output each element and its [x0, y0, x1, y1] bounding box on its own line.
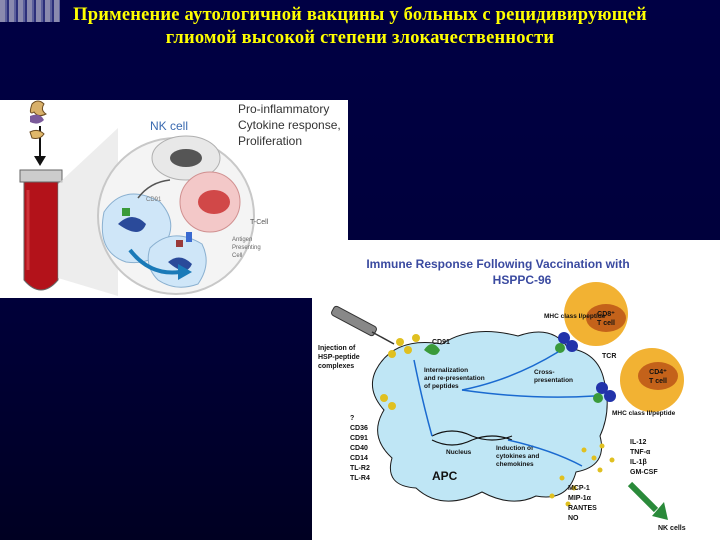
apc-cell-body [372, 332, 607, 502]
receptor-item: CD14 [350, 455, 368, 462]
right-figure-panel: Immune Response Following Vaccination wi… [312, 240, 720, 540]
nucleus-label: Nucleus [446, 449, 472, 456]
cytokine-list: IL-12 TNF-α IL-1β GM-CSF [630, 439, 658, 476]
cytokine-item: IL-1β [630, 459, 647, 466]
nk-arrow-icon [630, 484, 656, 510]
internalization-2: and re-presentation [424, 375, 485, 382]
injection-label-3: complexes [318, 363, 354, 370]
receptor-item: TL-R4 [350, 475, 370, 482]
chemokine-item: RANTES [568, 505, 597, 512]
title-line-1: Применение аутологичной вакцины у больны… [0, 4, 720, 27]
receptor-item: CD40 [350, 445, 368, 452]
cd4-label-1: CD4⁺ [649, 369, 667, 376]
induction-1: Induction of [496, 445, 534, 452]
chemokine-item: NO [568, 515, 579, 522]
nk-cell-label: NK cell [150, 119, 188, 133]
internalization-3: of peptides [424, 383, 459, 390]
receptor-item: ? [350, 415, 354, 422]
cytokine-item: GM-CSF [630, 469, 658, 476]
cytokine-line-1: Pro-inflammatory [238, 102, 329, 116]
injection-label-1: Injection of [318, 345, 356, 352]
figure-title-line-1: Immune Response Following Vaccination wi… [366, 257, 629, 271]
receptor-list: ? CD36 CD91 CD40 CD14 TL-R2 TL-R4 [350, 415, 370, 482]
internalization-1: Internalization [424, 367, 468, 374]
left-figure-panel: NK cell Pro-inflammatory Cytokine respon… [0, 100, 348, 298]
cytokine-item: TNF-α [630, 449, 651, 456]
chemokine-list: MCP-1 MIP-1α RANTES NO [568, 485, 597, 522]
cd91-marker [122, 208, 130, 216]
apc-label-1: Antigen [232, 237, 252, 243]
receptor-item: CD91 [350, 435, 368, 442]
apc-label-3: Cell [232, 253, 242, 259]
mhc-2-label: MHC class II/peptide [612, 410, 676, 417]
cd8-label-2: T cell [597, 320, 615, 327]
slide-title: Применение аутологичной вакцины у больны… [0, 4, 720, 50]
induction-2: cytokines and [496, 453, 539, 460]
receptor-item: TL-R2 [350, 465, 370, 472]
cross-presentation-1: Cross- [534, 369, 555, 376]
chemokine-item: MCP-1 [568, 485, 590, 492]
chemokine-item: MIP-1α [568, 495, 592, 502]
cd91-label: CD91 [432, 339, 450, 346]
injection-label-2: HSP-peptide [318, 354, 360, 361]
syringe-icon [330, 305, 394, 344]
cytokine-item: IL-12 [630, 439, 646, 446]
blood-tube-icon [20, 170, 62, 290]
induction-3: chemokines [496, 461, 534, 468]
hsp-complex-icon [30, 101, 46, 124]
immune-response-diagram: Immune Response Following Vaccination wi… [312, 240, 720, 540]
apc-label: APC [432, 469, 458, 483]
cd4-label-2: T cell [649, 378, 667, 385]
t-cell-label: T-Cell [250, 219, 269, 226]
cytokine-line-2: Cytokine response, [238, 118, 341, 132]
cytokine-line-3: Proliferation [238, 134, 302, 148]
cross-presentation-2: presentation [534, 377, 573, 384]
figure-title-line-2: HSPPC-96 [493, 273, 552, 287]
tcr-label: TCR [602, 353, 616, 360]
hsp-complex-icon-2 [30, 130, 44, 138]
nk-cells-label: NK cells [658, 525, 686, 532]
vaccine-mechanism-illustration: NK cell Pro-inflammatory Cytokine respon… [0, 100, 348, 298]
apc-label-2: Presenting [232, 245, 261, 251]
mhc-1-label: MHC class I/peptide [544, 313, 606, 320]
cd91-label: CD91 [146, 197, 162, 203]
title-line-2: глиомой высокой степени злокачественност… [0, 27, 720, 50]
receptor-item: CD36 [350, 425, 368, 432]
